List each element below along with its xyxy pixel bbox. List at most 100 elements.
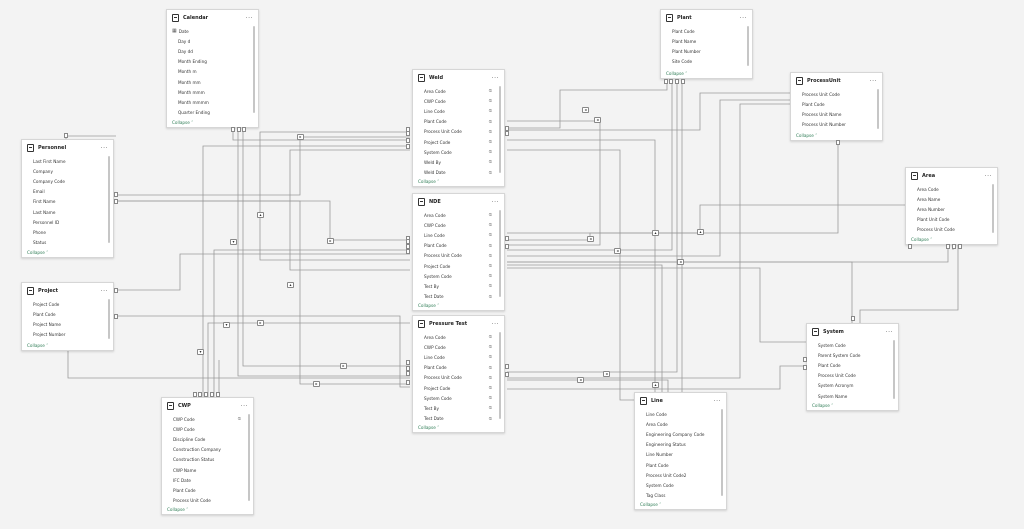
collapse-toggle[interactable]: Collapse ˄ <box>640 502 661 507</box>
field-row[interactable]: Plant Code <box>791 99 882 109</box>
field-row[interactable]: Area Code <box>635 419 726 429</box>
field-row[interactable]: Process Unit Code <box>906 225 997 235</box>
field-row[interactable]: Status <box>22 238 113 248</box>
more-options-icon[interactable]: ··· <box>491 198 499 206</box>
eye-slash-icon[interactable]: ⦸ <box>488 232 492 239</box>
eye-slash-icon[interactable]: ⦸ <box>488 108 492 115</box>
field-row[interactable]: Area Code⦸ <box>413 86 504 96</box>
field-row[interactable]: CWP Code⦸ <box>413 220 504 230</box>
filter-direction-arrow[interactable]: ▸ <box>297 134 304 140</box>
eye-slash-icon[interactable]: ⦸ <box>488 212 492 219</box>
field-row[interactable]: Plant Code <box>661 26 752 36</box>
scrollbar[interactable] <box>747 26 749 66</box>
scrollbar[interactable] <box>248 414 250 501</box>
collapse-toggle[interactable]: Collapse ˄ <box>27 250 48 255</box>
field-row[interactable]: CWP Code⦸ <box>413 96 504 106</box>
eye-slash-icon[interactable]: ⦸ <box>488 222 492 229</box>
field-row[interactable]: Day d <box>167 36 258 46</box>
field-list[interactable]: Area Code⦸CWP Code⦸Line Code⦸Plant Code⦸… <box>413 210 504 302</box>
relationship-line[interactable] <box>507 245 949 263</box>
relationship-line[interactable] <box>507 79 678 373</box>
eye-slash-icon[interactable]: ⦸ <box>488 118 492 125</box>
field-row[interactable]: Line Code⦸ <box>413 352 504 362</box>
field-row[interactable]: Plant Code⦸ <box>413 363 504 373</box>
field-row[interactable]: Plant Code⦸ <box>413 117 504 127</box>
field-row[interactable]: CWP Code⦸ <box>413 342 504 352</box>
eye-slash-icon[interactable]: ⦸ <box>488 273 492 280</box>
relationship-line[interactable] <box>259 131 410 261</box>
eye-slash-icon[interactable]: ⦸ <box>488 374 492 381</box>
eye-slash-icon[interactable]: ⦸ <box>488 385 492 392</box>
relationship-line[interactable] <box>507 264 663 392</box>
table-header[interactable]: Line··· <box>635 393 726 409</box>
scrollbar[interactable] <box>877 89 879 129</box>
field-row[interactable]: Day dd <box>167 46 258 56</box>
field-row[interactable]: Plant Code <box>635 460 726 470</box>
collapse-toggle[interactable]: Collapse ˄ <box>418 179 439 184</box>
relationship-line[interactable] <box>507 92 790 131</box>
field-row[interactable]: Plant Code <box>22 309 113 319</box>
more-options-icon[interactable]: ··· <box>491 74 499 82</box>
eye-slash-icon[interactable]: ⦸ <box>488 128 492 135</box>
field-row[interactable]: IFC Date <box>162 475 253 485</box>
field-list[interactable]: Area Code⦸CWP Code⦸Line Code⦸Plant Code⦸… <box>413 332 504 424</box>
eye-slash-icon[interactable]: ⦸ <box>488 169 492 176</box>
eye-slash-icon[interactable]: ⦸ <box>488 293 492 300</box>
field-row[interactable]: Area Code⦸ <box>413 332 504 342</box>
eye-slash-icon[interactable]: ⦸ <box>488 149 492 156</box>
relationship-line[interactable] <box>237 128 410 377</box>
field-row[interactable]: Company Code <box>22 176 113 186</box>
eye-slash-icon[interactable]: ⦸ <box>488 159 492 166</box>
collapse-toggle[interactable]: Collapse ˄ <box>418 303 439 308</box>
relationship-line[interactable] <box>507 149 634 401</box>
field-row[interactable]: Area Number <box>906 204 997 214</box>
field-row[interactable]: Weld Date⦸ <box>413 168 504 178</box>
filter-direction-arrow[interactable]: ▾ <box>223 322 230 328</box>
field-row[interactable]: Process Unit Code <box>162 496 253 506</box>
field-row[interactable]: Parent System Code <box>807 350 898 360</box>
field-row[interactable]: Line Code⦸ <box>413 106 504 116</box>
field-row[interactable]: Project Name <box>22 319 113 329</box>
field-row[interactable]: System Acronym <box>807 381 898 391</box>
filter-direction-arrow[interactable]: ▾ <box>230 239 237 245</box>
more-options-icon[interactable]: ··· <box>100 287 108 295</box>
collapse-toggle[interactable]: Collapse ˄ <box>911 237 932 242</box>
table-header[interactable]: CWP··· <box>162 398 253 414</box>
filter-direction-arrow[interactable]: ▸ <box>257 320 264 326</box>
relationship-line[interactable] <box>507 79 668 129</box>
table-header[interactable]: Personnel··· <box>22 140 113 156</box>
field-row[interactable]: Engineering Status <box>635 440 726 450</box>
relationship-line[interactable] <box>507 379 669 392</box>
relationship-line[interactable] <box>289 149 410 271</box>
more-options-icon[interactable]: ··· <box>739 14 747 22</box>
relationship-line[interactable] <box>859 245 959 323</box>
field-row[interactable]: Phone <box>22 227 113 237</box>
field-row[interactable]: Test Date⦸ <box>413 414 504 424</box>
table-header[interactable]: ProcessUnit··· <box>791 73 882 89</box>
table-header[interactable]: Weld··· <box>413 70 504 86</box>
eye-slash-icon[interactable]: ⦸ <box>488 88 492 95</box>
field-row[interactable]: Quarter Ending <box>167 108 258 118</box>
more-options-icon[interactable]: ··· <box>984 172 992 180</box>
field-row[interactable]: First Name <box>22 197 113 207</box>
collapse-toggle[interactable]: Collapse ˄ <box>418 425 439 430</box>
field-row[interactable]: Month Ending <box>167 57 258 67</box>
table-header[interactable]: Area··· <box>906 168 997 184</box>
eye-slash-icon[interactable]: ⦸ <box>488 395 492 402</box>
field-row[interactable]: System Code⦸ <box>413 271 504 281</box>
field-row[interactable]: Test Date⦸ <box>413 292 504 302</box>
eye-slash-icon[interactable]: ⦸ <box>488 415 492 422</box>
table-header[interactable]: System··· <box>807 324 898 340</box>
relationship-line[interactable] <box>507 141 839 241</box>
filter-direction-arrow[interactable]: ◂ <box>614 248 621 254</box>
field-row[interactable]: Discipline Code <box>162 434 253 444</box>
more-options-icon[interactable]: ··· <box>491 320 499 328</box>
relationship-line[interactable] <box>507 99 790 257</box>
eye-slash-icon[interactable]: ⦸ <box>488 354 492 361</box>
